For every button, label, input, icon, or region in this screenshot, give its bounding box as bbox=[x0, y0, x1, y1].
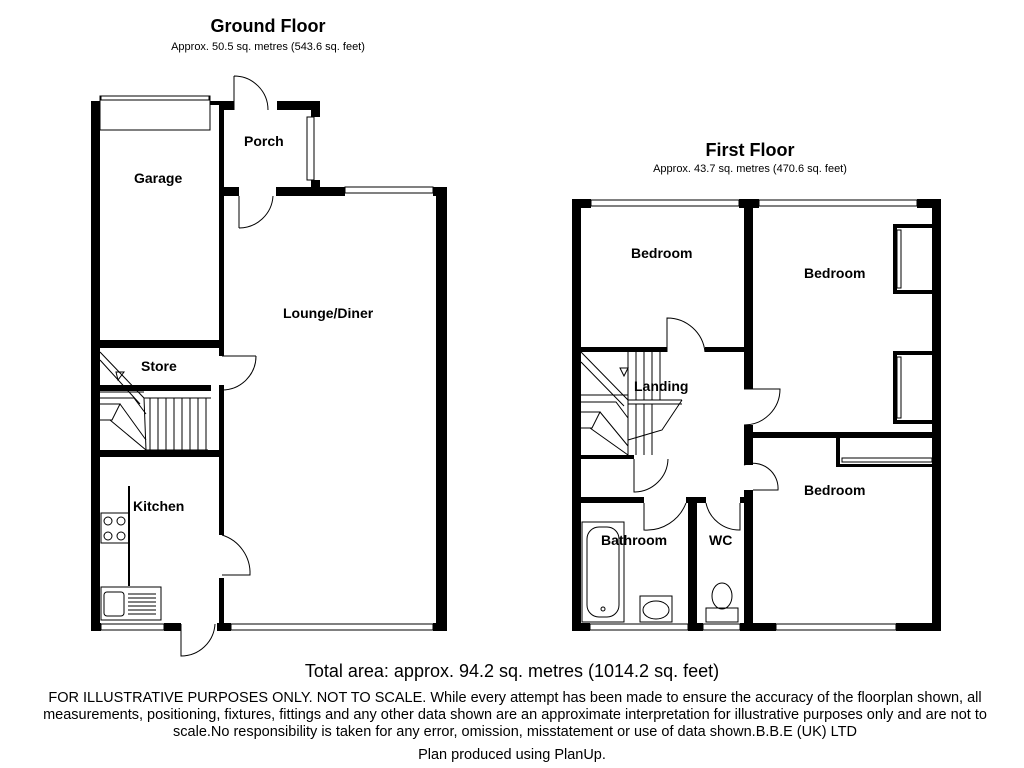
sink-unit bbox=[100, 586, 162, 621]
lounge-bottom-window bbox=[230, 623, 434, 631]
garage-door-window bbox=[99, 95, 211, 131]
room-label-porch: Porch bbox=[244, 133, 284, 149]
credit-text: Plan produced using PlanUp. bbox=[418, 747, 606, 763]
room-label-landing: Landing bbox=[634, 378, 689, 394]
room-label-kitchen: Kitchen bbox=[133, 498, 185, 514]
disclaimer-text: FOR ILLUSTRATIVE PURPOSES ONLY. NOT TO S… bbox=[43, 690, 987, 740]
porch-window bbox=[306, 116, 315, 181]
room-label-store: Store bbox=[141, 358, 177, 374]
lounge-top-window bbox=[344, 186, 434, 194]
room-label-bedroom-1: Bedroom bbox=[631, 245, 693, 261]
kitchen-window bbox=[100, 623, 165, 631]
first-floor-title: First Floor bbox=[705, 140, 795, 160]
wc-window bbox=[702, 623, 741, 631]
bedroom1-window bbox=[590, 199, 740, 207]
first-floor-area: Approx. 43.7 sq. metres (470.6 sq. feet) bbox=[653, 163, 847, 175]
lounge-right-wall bbox=[436, 187, 447, 631]
bedroom2-window bbox=[758, 199, 918, 207]
room-label-wc: WC bbox=[709, 532, 733, 548]
first-right-wall bbox=[932, 199, 941, 631]
ground-left-wall bbox=[91, 101, 100, 631]
basin bbox=[639, 595, 673, 623]
room-label-garage: Garage bbox=[134, 170, 183, 186]
room-label-bedroom-3: Bedroom bbox=[804, 482, 866, 498]
ground-floor-area: Approx. 50.5 sq. metres (543.6 sq. feet) bbox=[171, 41, 365, 53]
garage-right-wall bbox=[219, 101, 224, 351]
bath bbox=[581, 521, 625, 623]
total-area: Total area: approx. 94.2 sq. metres (101… bbox=[304, 661, 720, 681]
first-left-wall bbox=[572, 199, 581, 631]
room-label-lounge: Lounge/Diner bbox=[283, 305, 374, 321]
room-label-bedroom-2: Bedroom bbox=[804, 265, 866, 281]
porch-top-wall bbox=[219, 101, 234, 110]
hob-unit bbox=[100, 512, 130, 544]
bedroom3-window bbox=[775, 623, 897, 631]
ground-floor-title: Ground Floor bbox=[210, 16, 326, 36]
toilet-cistern bbox=[705, 607, 739, 623]
bathroom-window bbox=[589, 623, 689, 631]
room-label-bathroom: Bathroom bbox=[601, 532, 668, 548]
